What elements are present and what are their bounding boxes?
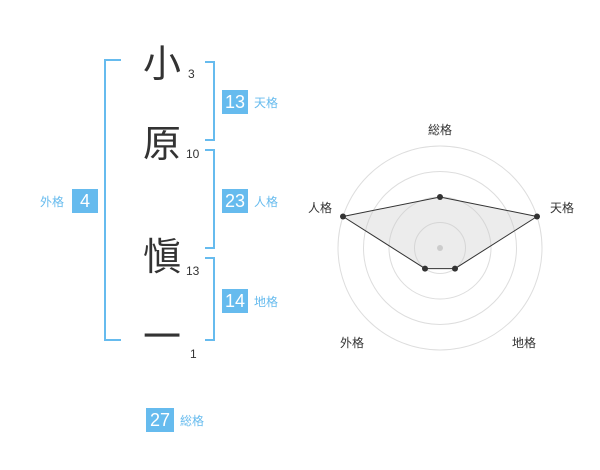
soukaku-label: 総格 <box>180 414 205 428</box>
name-char-2: 原 <box>143 122 182 166</box>
stroke-count-4: 1 <box>190 347 197 361</box>
tenkaku-bracket <box>205 61 215 141</box>
radar-point-2 <box>451 265 458 272</box>
tenkaku-value: 13 <box>222 90 248 114</box>
chikaku-label: 地格 <box>254 295 279 309</box>
radar-point-3 <box>422 265 429 272</box>
radar-data-polygon <box>341 196 539 270</box>
radar-rings <box>337 145 543 351</box>
radar-ring-3 <box>363 171 517 325</box>
radar-point-4 <box>339 213 346 220</box>
jinkaku-value: 23 <box>222 189 248 213</box>
chikaku-bracket <box>205 257 215 341</box>
gaikaku-bracket <box>104 59 121 341</box>
radar-ring-4 <box>337 145 543 351</box>
name-char-1: 小 <box>143 42 182 86</box>
radar-points <box>339 194 541 272</box>
radar-axis-label-chikaku: 地格 <box>512 336 537 350</box>
jinkaku-label: 人格 <box>254 195 279 209</box>
radar-ring-1 <box>414 222 466 274</box>
jinkaku-bracket <box>205 149 215 249</box>
stroke-count-2: 10 <box>186 147 200 161</box>
stroke-count-3: 13 <box>186 264 200 278</box>
name-char-3: 愼 <box>143 235 182 279</box>
radar-axis-label-tenkaku: 天格 <box>550 201 575 215</box>
radar-axis-label-soukaku: 総格 <box>428 123 453 137</box>
tenkaku-label: 天格 <box>254 96 279 110</box>
gaikaku-value: 4 <box>72 189 98 213</box>
soukaku-value: 27 <box>146 408 174 432</box>
radar-axis-label-jinkaku: 人格 <box>308 201 333 215</box>
radar-axis-label-gaikaku: 外格 <box>340 336 365 350</box>
radar-point-1 <box>534 213 541 220</box>
radar-point-0 <box>437 194 443 200</box>
radar-center-dot <box>437 245 443 251</box>
name-char-4: 一 <box>143 315 182 359</box>
chikaku-value: 14 <box>222 289 248 313</box>
stroke-count-1: 3 <box>188 67 195 81</box>
gaikaku-label: 外格 <box>40 195 65 209</box>
